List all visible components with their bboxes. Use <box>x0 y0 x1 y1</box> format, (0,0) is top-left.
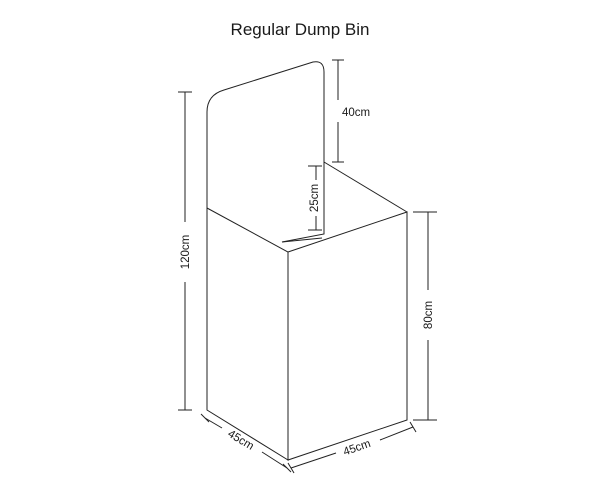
dimension-label-40cm: 40cm <box>342 107 370 119</box>
top-rim-right-edge <box>323 161 408 213</box>
inner-back-edge <box>281 162 325 243</box>
inner-floor-edge <box>281 237 323 243</box>
front-face <box>287 211 408 461</box>
header-board <box>206 61 325 208</box>
dimension-label-80cm: 80cm <box>423 301 435 329</box>
dimension-label-120cm: 120cm <box>180 235 192 270</box>
diagram-title: Regular Dump Bin <box>231 20 370 39</box>
dimension-inner-depth: 25cm <box>308 165 322 231</box>
dimension-header-height: 40cm <box>332 59 370 163</box>
dimension-total-height: 120cm <box>178 91 192 411</box>
dimension-label-45cm-right: 45cm <box>342 438 372 459</box>
left-side-face <box>206 207 289 461</box>
dimension-label-25cm: 25cm <box>309 184 321 212</box>
dimension-bin-height: 80cm <box>413 211 437 421</box>
